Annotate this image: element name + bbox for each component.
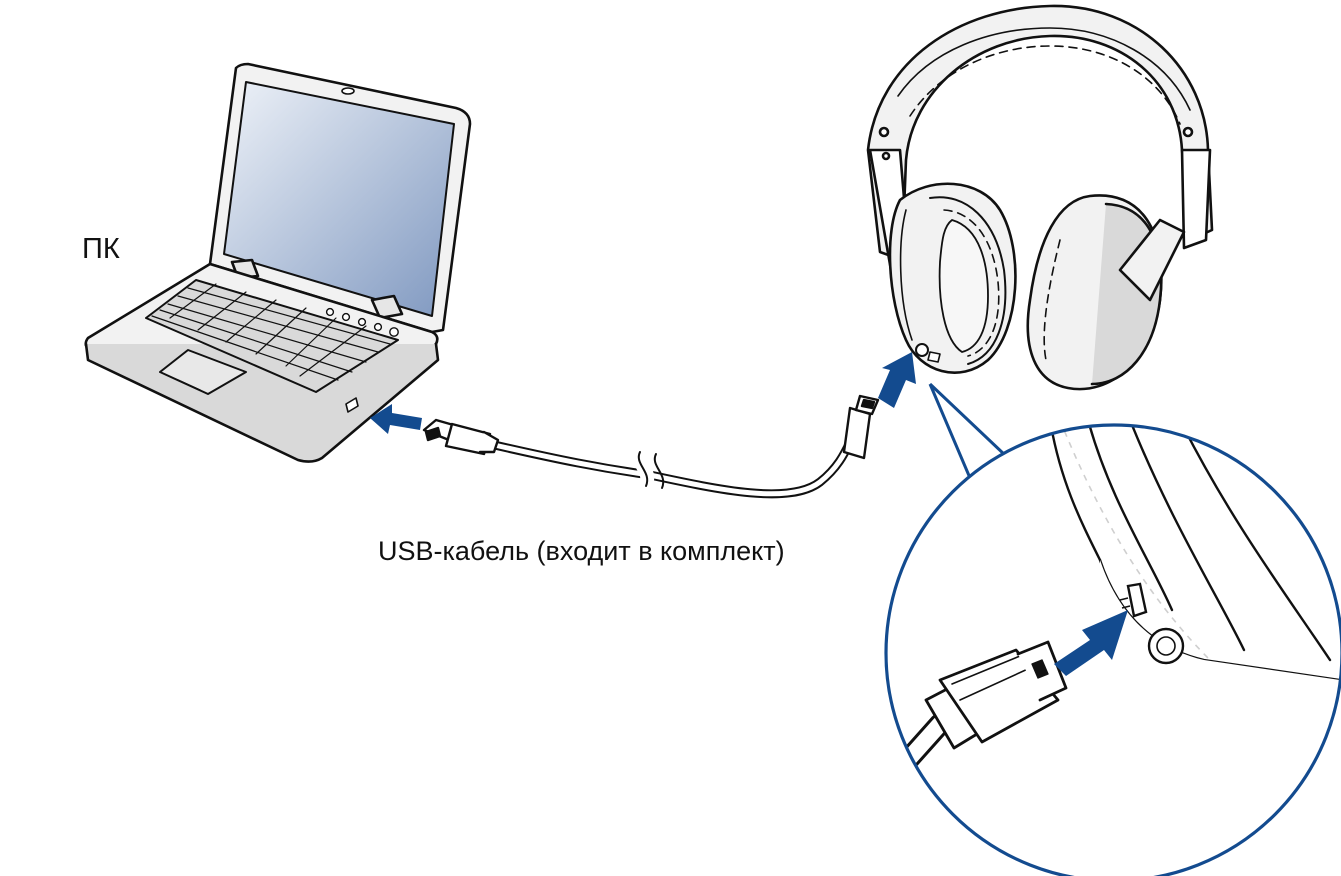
usb-cable-icon — [422, 394, 880, 504]
pc-label: ПК — [82, 233, 120, 265]
arrow-to-pc-icon — [370, 404, 422, 434]
arrow-to-port-icon — [1054, 610, 1128, 676]
cable-label: USB-кабель (входит в комплект) — [378, 536, 785, 566]
magnifier-callout-icon — [884, 382, 1341, 876]
arrow-to-headphones-icon — [878, 352, 916, 408]
laptop-icon — [84, 62, 472, 463]
headphones-icon — [866, 4, 1214, 391]
